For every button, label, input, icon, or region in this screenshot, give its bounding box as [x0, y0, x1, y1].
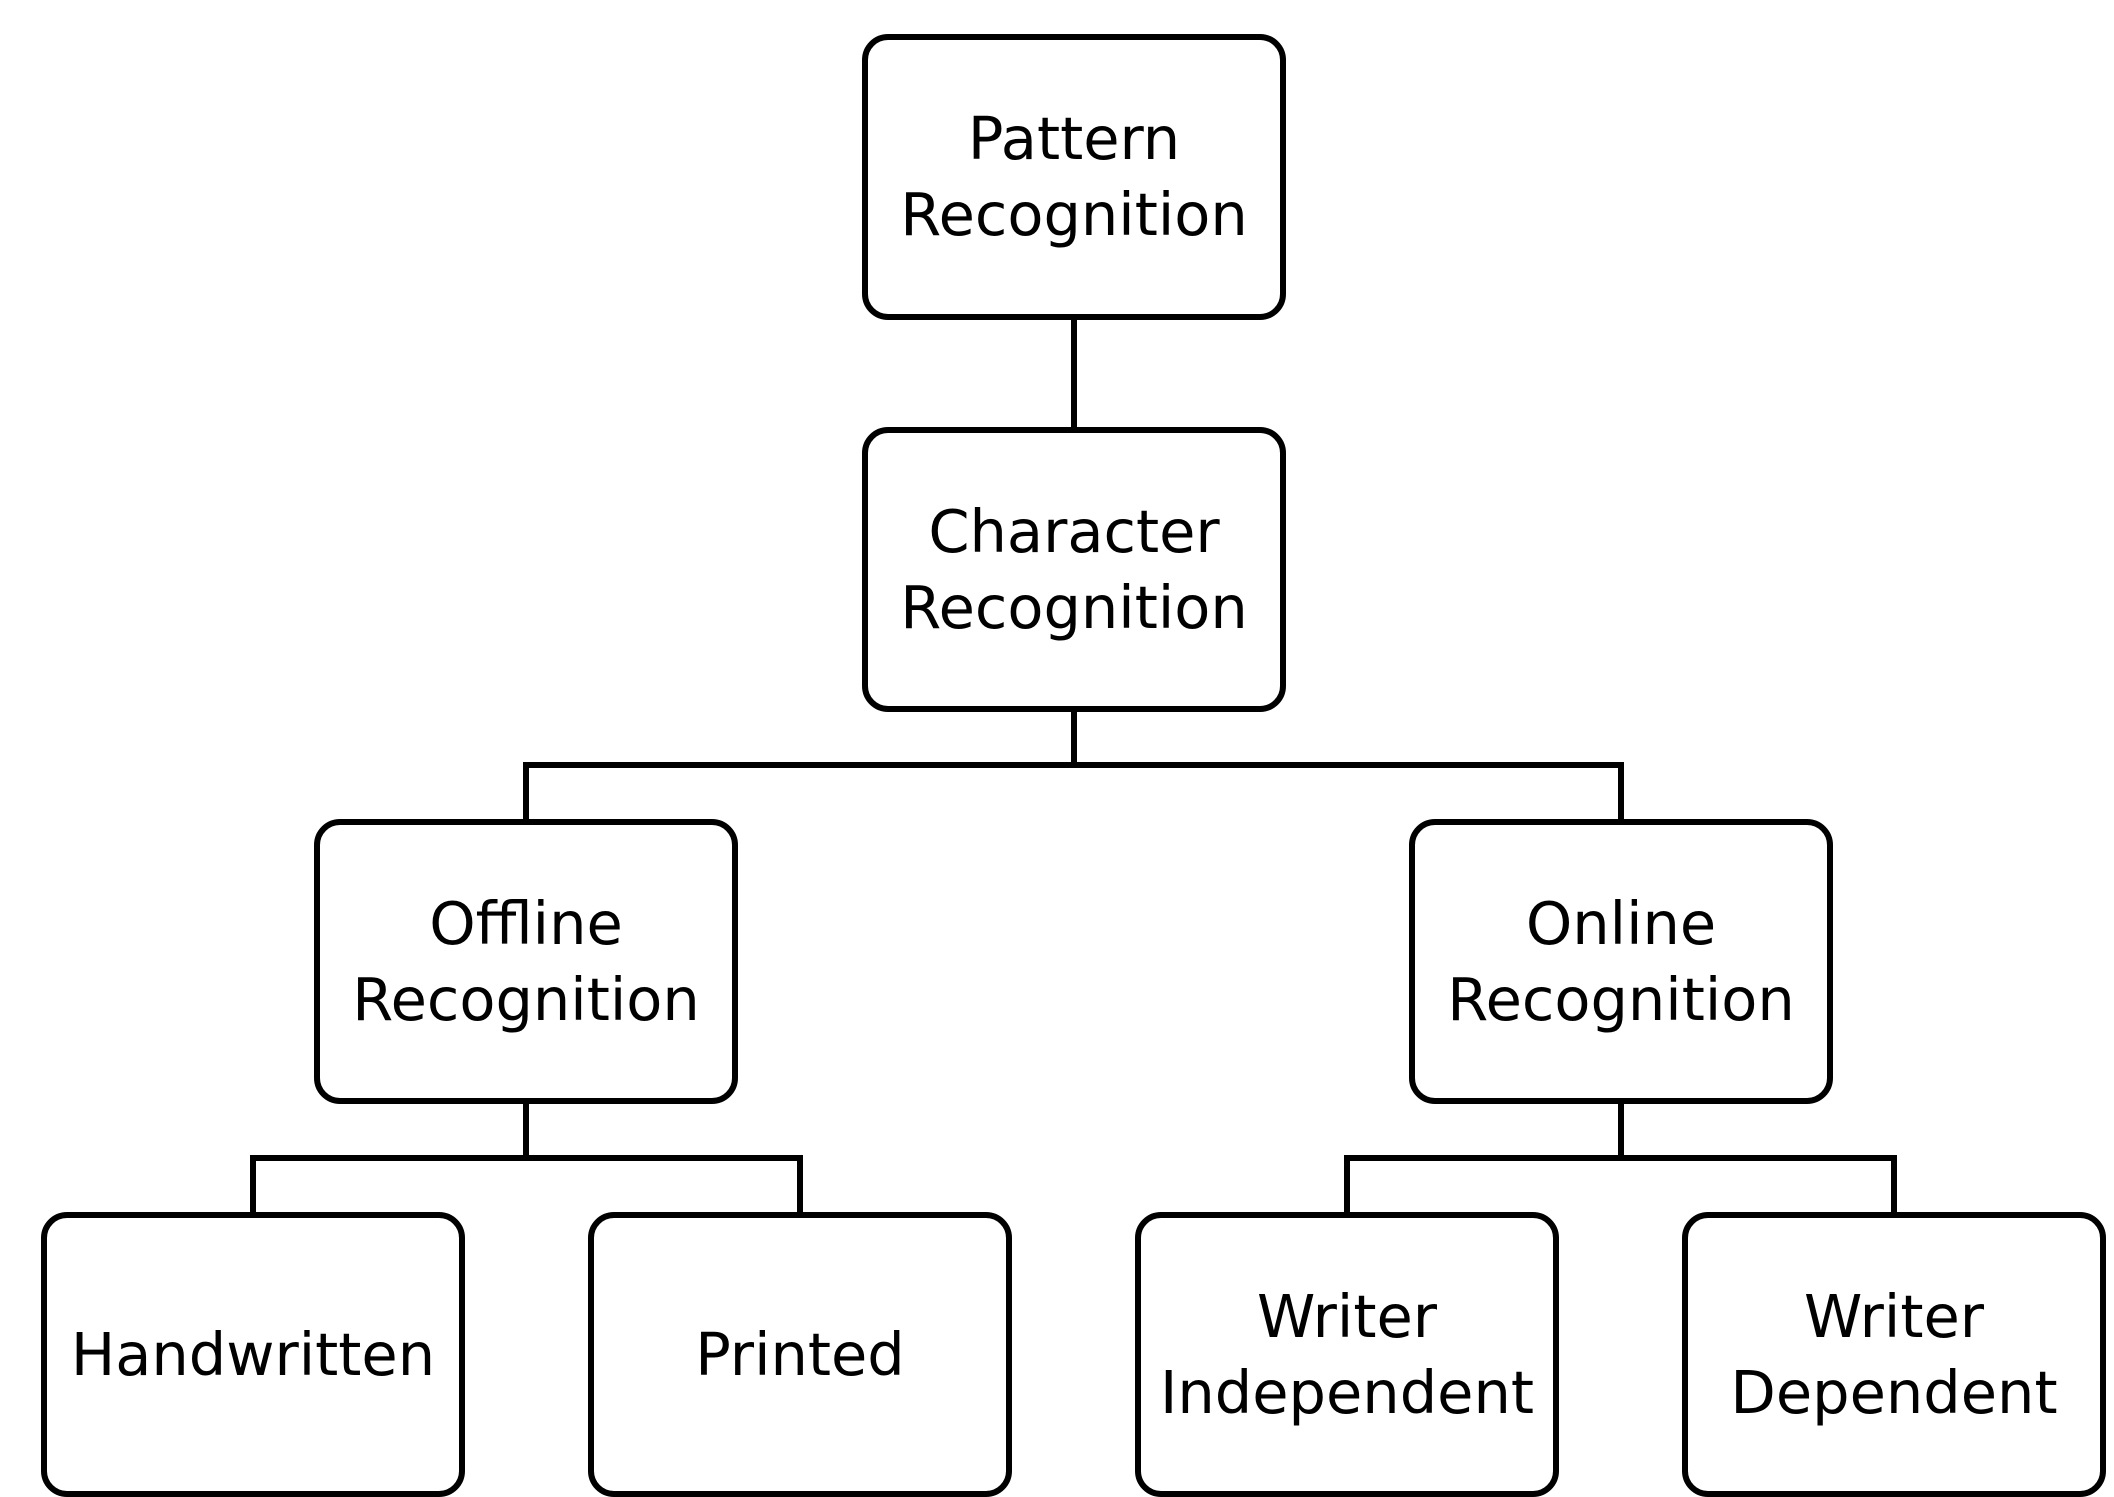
node-label-line: Dependent	[1730, 1357, 2058, 1427]
node-label-line: Recognition	[1447, 964, 1795, 1034]
node-writer-independent: Writer Independent	[1135, 1212, 1559, 1497]
node-handwritten: Handwritten	[41, 1212, 465, 1497]
node-character-recognition: Character Recognition	[862, 427, 1286, 712]
node-online-recognition: Online Recognition	[1409, 819, 1833, 1104]
node-label-line: Independent	[1160, 1357, 1534, 1427]
node-printed: Printed	[588, 1212, 1012, 1497]
node-offline-recognition: Offline Recognition	[314, 819, 738, 1104]
node-label-line: Recognition	[900, 180, 1248, 249]
node-label-line: Offline	[429, 888, 623, 958]
node-writer-dependent: Writer Dependent	[1682, 1212, 2106, 1497]
node-label-line: Character	[928, 496, 1220, 566]
node-label-line: Printed	[695, 1319, 905, 1389]
node-label-line: Writer	[1256, 1281, 1438, 1351]
node-label-line: Recognition	[352, 964, 700, 1034]
node-label-line: Pattern	[967, 104, 1181, 173]
node-label-line: Online	[1525, 888, 1717, 958]
node-label-line: Handwritten	[70, 1319, 436, 1389]
node-label-line: Recognition	[900, 572, 1248, 642]
node-pattern-recognition: Pattern Recognition	[862, 34, 1286, 320]
node-label-line: Writer	[1803, 1281, 1985, 1351]
